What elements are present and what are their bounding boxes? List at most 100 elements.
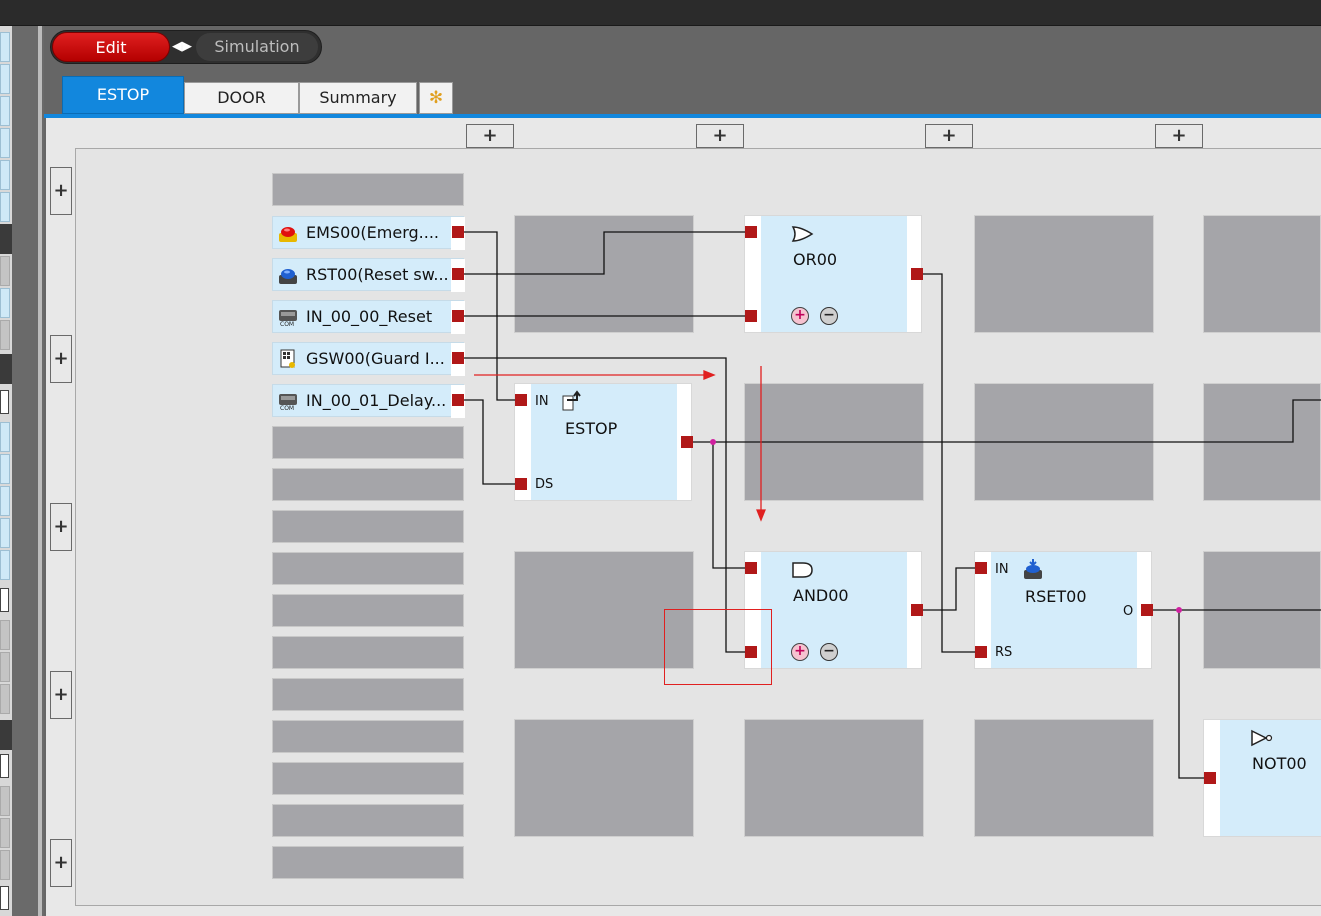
empty-input-slot[interactable] (272, 720, 464, 753)
add-row-button[interactable]: + (50, 167, 72, 215)
com-input-icon: COM (277, 391, 299, 412)
toolbox-item[interactable] (0, 192, 10, 222)
empty-function-slot[interactable] (514, 719, 694, 837)
toolbox-item[interactable] (0, 32, 10, 62)
input-connector[interactable] (745, 310, 757, 322)
add-input-icon[interactable]: + (791, 643, 809, 661)
empty-input-slot[interactable] (272, 678, 464, 711)
function-block-rset00[interactable]: IN RSET00 RS O (974, 551, 1152, 669)
input-label: IN_00_01_Delay... (306, 391, 447, 410)
add-tab-icon[interactable]: ✻ (419, 82, 453, 114)
toolbox-item[interactable] (0, 486, 10, 516)
reset-function-icon (1021, 558, 1045, 584)
tab-summary[interactable]: Summary (299, 82, 417, 114)
empty-input-slot[interactable] (272, 468, 464, 501)
toolbox-item[interactable] (0, 652, 10, 682)
input-connector[interactable] (745, 646, 757, 658)
output-connector[interactable] (452, 226, 464, 238)
toolbox-item[interactable] (0, 886, 9, 910)
toolbox-item[interactable] (0, 818, 10, 848)
tab-estop[interactable]: ESTOP (62, 76, 184, 114)
toolbox-item[interactable] (0, 128, 10, 158)
toolbox-item[interactable] (0, 390, 9, 414)
empty-input-slot[interactable] (272, 510, 464, 543)
toolbox-item[interactable] (0, 754, 9, 778)
port-label-in: IN (995, 562, 1009, 577)
input-slot-gsw00[interactable]: GSW00(Guard I... (272, 342, 465, 376)
empty-function-slot[interactable] (974, 215, 1154, 333)
input-connector[interactable] (745, 562, 757, 574)
toolbox-item[interactable] (0, 320, 10, 350)
toolbox-item[interactable] (0, 160, 10, 190)
toolbox-item[interactable] (0, 518, 10, 548)
function-block-or00[interactable]: OR00 + − (744, 215, 922, 333)
toolbox-item[interactable] (0, 288, 10, 318)
empty-function-slot[interactable] (1203, 215, 1321, 333)
output-connector[interactable] (911, 604, 923, 616)
add-input-icon[interactable]: + (791, 307, 809, 325)
output-connector[interactable] (452, 310, 464, 322)
add-column-button[interactable]: + (1155, 124, 1203, 148)
output-connector[interactable] (452, 352, 464, 364)
toggle-arrows-icon[interactable]: ◀▶ (172, 39, 192, 54)
simulation-mode-button[interactable]: Simulation (196, 33, 318, 61)
input-connector[interactable] (975, 562, 987, 574)
output-connector[interactable] (1141, 604, 1153, 616)
input-slot-ems00[interactable]: EMS00(Emerg.... (272, 216, 465, 250)
block-name: ESTOP (565, 419, 618, 438)
add-row-button[interactable]: + (50, 671, 72, 719)
function-block-estop[interactable]: IN ESTOP DS (514, 383, 692, 501)
toolbox-item[interactable] (0, 786, 10, 816)
output-connector[interactable] (452, 394, 464, 406)
input-connector[interactable] (975, 646, 987, 658)
input-slot-rst00[interactable]: RST00(Reset sw... (272, 258, 465, 292)
toolbox-item[interactable] (0, 64, 10, 94)
empty-input-slot[interactable] (272, 552, 464, 585)
toolbox-item[interactable] (0, 550, 10, 580)
toolbox-item[interactable] (0, 588, 9, 612)
add-row-button[interactable]: + (50, 335, 72, 383)
add-column-button[interactable]: + (925, 124, 973, 148)
add-column-button[interactable]: + (466, 124, 514, 148)
toolbox-section-header[interactable] (0, 224, 12, 254)
add-column-button[interactable]: + (696, 124, 744, 148)
toolbox-item[interactable] (0, 422, 10, 452)
function-block-and00[interactable]: AND00 + − (744, 551, 922, 669)
input-connector[interactable] (745, 226, 757, 238)
input-slot-in-00-01-delay[interactable]: COM IN_00_01_Delay... (272, 384, 465, 418)
edit-mode-button[interactable]: Edit (52, 32, 170, 62)
toolbox-item[interactable] (0, 256, 10, 286)
empty-function-slot[interactable] (744, 719, 924, 837)
empty-input-slot[interactable] (272, 636, 464, 669)
empty-input-slot[interactable] (272, 173, 464, 206)
tab-door[interactable]: DOOR (184, 82, 299, 114)
toolbox-section-header[interactable] (0, 354, 12, 384)
empty-input-slot[interactable] (272, 594, 464, 627)
remove-input-icon[interactable]: − (820, 307, 838, 325)
input-connector[interactable] (515, 478, 527, 490)
output-connector[interactable] (911, 268, 923, 280)
toolbox-item[interactable] (0, 96, 10, 126)
toolbox-item[interactable] (0, 454, 10, 484)
empty-input-slot[interactable] (272, 846, 464, 879)
toolbox-item[interactable] (0, 684, 10, 714)
empty-input-slot[interactable] (272, 804, 464, 837)
add-row-button[interactable]: + (50, 503, 72, 551)
remove-input-icon[interactable]: − (820, 643, 838, 661)
empty-function-slot[interactable] (974, 719, 1154, 837)
toolbox-section-header[interactable] (0, 720, 12, 750)
port-label-in: IN (535, 394, 549, 409)
output-connector[interactable] (452, 268, 464, 280)
input-connector[interactable] (515, 394, 527, 406)
svg-text:COM: COM (280, 405, 294, 411)
add-row-button[interactable]: + (50, 839, 72, 887)
panel-splitter[interactable] (38, 26, 42, 916)
input-slot-in-00-00-reset[interactable]: COM IN_00_00_Reset (272, 300, 465, 334)
output-connector[interactable] (681, 436, 693, 448)
toolbox-item[interactable] (0, 850, 10, 880)
empty-input-slot[interactable] (272, 426, 464, 459)
input-connector[interactable] (1204, 772, 1216, 784)
function-block-not00[interactable]: NOT00 (1203, 719, 1321, 837)
toolbox-item[interactable] (0, 620, 10, 650)
empty-input-slot[interactable] (272, 762, 464, 795)
